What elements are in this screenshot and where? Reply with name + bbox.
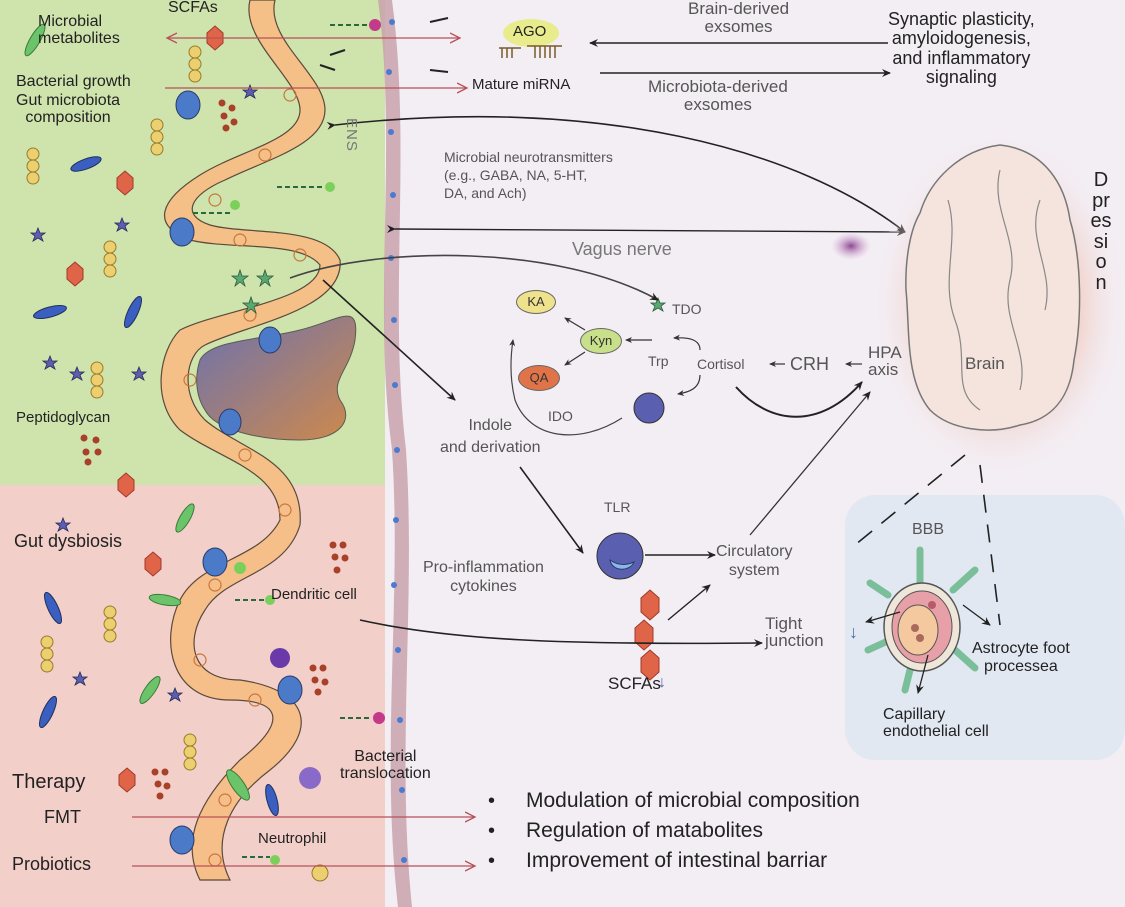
- arrow-cortisol-to-hpa: [735, 381, 863, 418]
- ens-neurons: [369, 19, 385, 724]
- label-hpa-axis: HPA axis: [868, 343, 902, 379]
- ago-protein: [503, 19, 559, 47]
- tight-junction-down-arrow-icon: ↓: [849, 622, 858, 642]
- vagus-ganglion: [831, 232, 871, 260]
- arrow-neurotransmitters: [326, 115, 906, 233]
- neural-connections: [193, 24, 372, 858]
- arrow-kyn-to-ka: [564, 317, 586, 331]
- arrow-kyn-to-qa: [564, 351, 586, 366]
- label-indole: Indole and derivation: [440, 417, 541, 456]
- label-synaptic-effects: Synaptic plasticity, amyloidogenesis, an…: [888, 9, 1035, 88]
- arrow-bbb-to-astrocyte: [962, 604, 991, 626]
- label-dendritic-cell: Dendritic cell: [271, 586, 357, 603]
- label-circulatory-system: Circulatory system: [716, 543, 793, 580]
- mirna-strand: [499, 45, 562, 58]
- node-kyn: Kyn: [580, 328, 622, 354]
- therapy-probiotics: Probiotics: [12, 854, 92, 874]
- therapy-fmt: FMT: [44, 807, 81, 827]
- label-crh: CRH: [790, 354, 829, 374]
- label-tdo: TDO: [672, 301, 702, 317]
- brain-bbb-dashes: [854, 454, 1001, 626]
- arrow-gut-to-indole: [322, 279, 456, 401]
- label-microbial-metabolites: Microbial metabolites: [38, 13, 120, 48]
- label-ago: AGO: [513, 23, 547, 40]
- label-microbial-neurotransmitters: Microbial neurotransmitters (e.g., GABA,…: [444, 149, 613, 202]
- arrow-ido-loop: [509, 339, 623, 436]
- label-bacterial-growth: Bacterial growth: [16, 73, 131, 90]
- macrophage: [270, 648, 290, 668]
- bbb-region: [845, 495, 1125, 760]
- scfas-down-arrow-icon: ↓: [658, 674, 666, 691]
- label-capillary-endothelial-cell: Capillary endothelial cell: [883, 706, 989, 740]
- label-tight-junction: Tight junction: [765, 614, 824, 650]
- therapy-outcomes-list: Modulation of microbial composition Regu…: [488, 786, 860, 876]
- arrow-scfa-to-circulatory: [667, 584, 711, 621]
- label-gut-microbiota-composition: Gut microbiota composition: [16, 92, 121, 127]
- arrow-vagus-nerve: [386, 224, 906, 236]
- immune-cell-ido: [633, 392, 665, 424]
- label-astrocyte-foot-processes: Astrocyte foot processea: [972, 640, 1070, 675]
- label-bacterial-translocation: Bacterial translocation: [340, 748, 431, 783]
- tryptophan-stars: [29, 83, 259, 702]
- therapy-heading: Therapy: [12, 771, 86, 793]
- label-microbiota-derived-exosomes: Microbiota-derived exsomes: [648, 77, 788, 115]
- label-scfas-decrease: SCFAs: [608, 674, 661, 693]
- brain-gyri: [947, 169, 1048, 411]
- label-neutrophil: Neutrophil: [258, 830, 327, 847]
- label-brain-derived-exosomes: Brain-derived exsomes: [688, 0, 790, 37]
- label-ido: IDO: [548, 408, 573, 424]
- arrow-indole-to-tlr: [519, 466, 584, 554]
- label-peptidoglycan: Peptidoglycan: [16, 409, 111, 426]
- arrow-cortisol-to-trp: [673, 334, 701, 351]
- label-vagus-nerve: Vagus nerve: [572, 239, 672, 259]
- label-tlr: TLR: [604, 499, 631, 515]
- arrow-circulatory-to-hpa: [749, 391, 871, 536]
- brain-outline: [905, 144, 1081, 431]
- arrow-gut-to-trp: [289, 254, 659, 301]
- label-ens: ENS: [343, 118, 360, 152]
- label-pro-inflammation-cytokines: Pro-inflammation cytokines: [423, 559, 544, 596]
- therapy-outcome: Modulation of microbial composition: [488, 786, 860, 816]
- tlr-immune-cell: [596, 532, 644, 580]
- label-mature-mirna: Mature miRNA: [472, 76, 571, 93]
- label-depression-vertical: Dpression: [1090, 169, 1112, 294]
- label-cortisol: Cortisol: [697, 356, 745, 372]
- green-stars: [230, 268, 667, 315]
- node-qa: QA: [518, 365, 560, 391]
- bacteria-rods: [33, 156, 279, 817]
- neutrophil-cell: [299, 767, 321, 789]
- intestinal-epithelium: [160, 0, 341, 881]
- arrow-bbb-to-tight-junction: [865, 611, 901, 624]
- bbb-vessel: [864, 546, 979, 694]
- lymphoid-tissue: [196, 315, 357, 441]
- peptidoglycan-dots: [80, 99, 349, 800]
- arrow-bbb-to-capillary: [916, 654, 929, 694]
- label-scfas: SCFAs: [168, 0, 218, 16]
- therapy-outcome: Regulation of matabolites: [488, 816, 860, 846]
- bacteria-chains: [26, 45, 202, 771]
- mirna-dashes: [319, 17, 449, 73]
- therapy-outcome: Improvement of intestinal barriar: [488, 846, 860, 876]
- label-gut-dysbiosis: Gut dysbiosis: [14, 531, 123, 551]
- label-bbb: BBB: [912, 521, 945, 538]
- probiotic-cell: [311, 864, 329, 882]
- node-ka: KA: [516, 290, 556, 314]
- arrow-dendritic-to-tight-junction: [359, 619, 763, 648]
- arrow-cortisol-to-ido: [677, 374, 701, 396]
- goblet-cells: [169, 90, 303, 855]
- label-brain: Brain: [965, 354, 1005, 373]
- bacteria-green: [24, 23, 250, 801]
- label-trp: Trp: [648, 353, 669, 369]
